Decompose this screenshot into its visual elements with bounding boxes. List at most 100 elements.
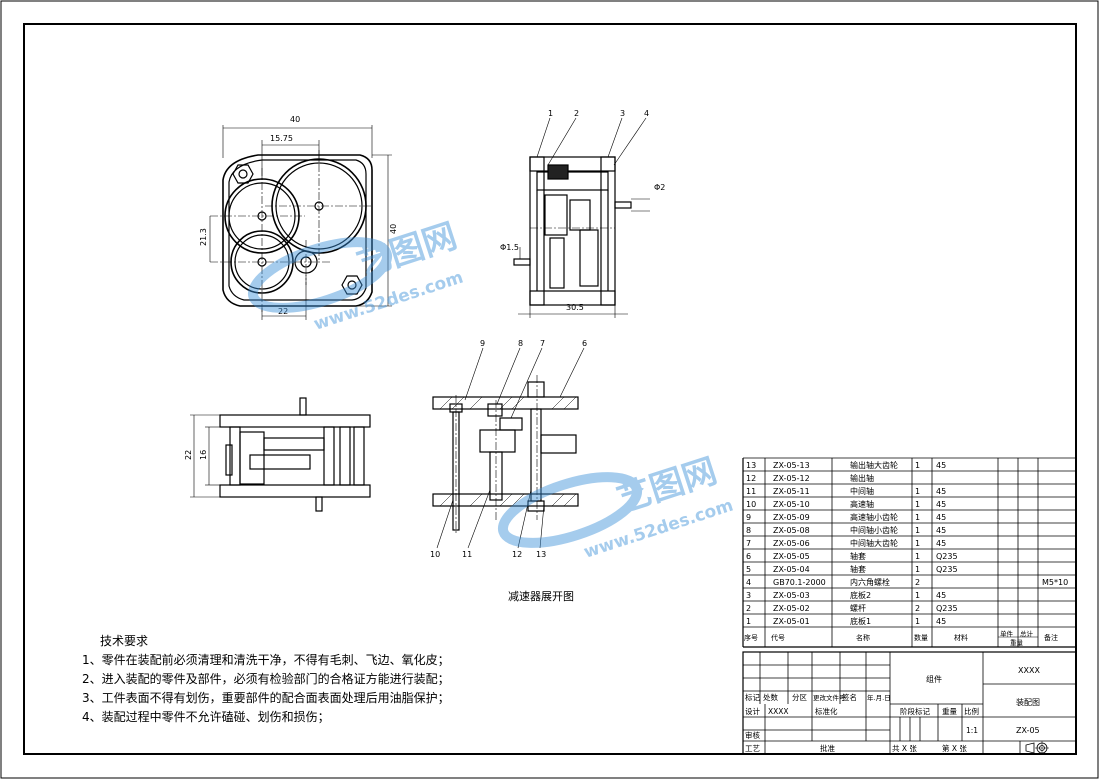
front-view: 40 15.75 40 21.3 22 <box>199 115 398 320</box>
bom-code: ZX-05-01 <box>773 617 810 626</box>
tb-scale-label: 比例 <box>964 706 979 716</box>
bom-no: 4 <box>746 578 751 587</box>
bom-qty: 1 <box>915 539 920 548</box>
tb-scale: 1:1 <box>966 726 978 735</box>
tb-stage: 阶段标记 <box>900 706 930 716</box>
bom-material: Q235 <box>936 565 958 574</box>
bom-no: 5 <box>746 565 751 574</box>
dim-len-30-5: 30.5 <box>566 303 584 312</box>
bom-material: 45 <box>936 617 946 626</box>
bom-code: ZX-05-05 <box>773 552 810 561</box>
bom-code: ZX-05-13 <box>773 461 810 470</box>
note-item-2: 2、进入装配的零件及部件，必须有检验部门的合格证方能进行装配； <box>82 672 450 686</box>
bom-qty: 1 <box>915 461 920 470</box>
bom-header-unit-weight: 单件 <box>1000 629 1014 638</box>
bom-header-total-weight: 总计 <box>1020 629 1034 638</box>
bom-qty: 1 <box>915 565 920 574</box>
bom-name: 中间轴小齿轮 <box>850 525 898 535</box>
bom-material: Q235 <box>936 552 958 561</box>
tb-mark: 标记 <box>745 692 760 702</box>
balloon-1: 1 <box>548 109 553 118</box>
bom-qty: 1 <box>915 487 920 496</box>
tb-date: 年.月.日 <box>867 693 891 702</box>
bom-material: 45 <box>936 513 946 522</box>
expanded-view: 9 8 7 6 10 11 12 13 <box>430 339 587 559</box>
tb-zone: 分区 <box>792 693 807 702</box>
bom-no: 2 <box>746 604 751 613</box>
inner-frame <box>23 23 1077 755</box>
bom-no: 7 <box>746 539 751 548</box>
bom-material: 45 <box>936 487 946 496</box>
bom-name: 螺杆 <box>850 603 866 613</box>
note-item-3: 3、工件表面不得有划伤，重要部件的配合面表面处理后用油脂保护； <box>82 691 450 705</box>
bom-code: ZX-05-04 <box>773 565 810 574</box>
dim-outer-22: 22 <box>184 450 193 460</box>
bom-material: 45 <box>936 526 946 535</box>
view-caption: 减速器展开图 <box>508 590 574 603</box>
dim-left-21-3: 21.3 <box>199 228 208 246</box>
bom-remark: M5*10 <box>1042 578 1068 587</box>
bom-name: 轴套 <box>850 564 866 574</box>
bom-name: 输出轴大齿轮 <box>850 460 898 470</box>
bom-code: ZX-05-12 <box>773 474 810 483</box>
tb-process: 工艺 <box>745 744 760 753</box>
balloon-9: 9 <box>480 339 485 348</box>
bom-no: 10 <box>746 500 756 509</box>
drawing-number: ZX-05 <box>1016 726 1040 735</box>
bom-qty: 1 <box>915 617 920 626</box>
bom-no: 13 <box>746 461 756 470</box>
tb-design: 设计 <box>745 706 760 716</box>
tb-total-sheets: 共 X 张 <box>892 744 917 753</box>
bom-header-name: 名称 <box>856 633 870 642</box>
balloon-12: 12 <box>512 550 522 559</box>
bom-name: 底板1 <box>850 616 871 626</box>
bom-qty: 1 <box>915 513 920 522</box>
bom-no: 12 <box>746 474 756 483</box>
dim-shaft-phi1-5: Φ1.5 <box>500 243 519 252</box>
bom-no: 3 <box>746 591 751 600</box>
dim-bottom-22: 22 <box>278 307 288 316</box>
bom-material: Q235 <box>936 604 958 613</box>
bom-name: 输出轴 <box>850 473 874 483</box>
tb-count: 处数 <box>763 692 778 702</box>
bom-code: ZX-05-03 <box>773 591 810 600</box>
technical-requirements: 技术要求 1、零件在装配前必须清理和清洗干净，不得有毛刺、飞边、氧化皮； 2、进… <box>82 632 450 727</box>
bom-qty: 2 <box>915 578 920 587</box>
projection-symbol-icon <box>1025 741 1049 755</box>
tb-approve: 批准 <box>820 743 835 753</box>
bom-name: 内六角螺栓 <box>850 577 890 587</box>
tb-weight: 重量 <box>942 707 957 716</box>
bom-header-material: 材料 <box>954 633 968 642</box>
drawing-name: 装配图 <box>1016 697 1040 707</box>
side-view: 30.5 Φ2 Φ1.5 1 2 3 4 <box>500 109 665 318</box>
dim-center-15-75: 15.75 <box>270 134 293 143</box>
balloon-4: 4 <box>644 109 649 118</box>
bom-no: 6 <box>746 552 751 561</box>
bom-name: 中间轴 <box>850 486 874 496</box>
balloon-10: 10 <box>430 550 440 559</box>
bom-name: 底板2 <box>850 590 871 600</box>
bom-qty: 1 <box>915 552 920 561</box>
balloon-7: 7 <box>540 339 545 348</box>
bom-name: 高速轴小齿轮 <box>850 512 898 522</box>
tb-designer: XXXX <box>768 707 789 716</box>
title-block: XXXX 组件 装配图 ZX-05 标记 处数 分区 更改文件号 签名 年.月.… <box>742 651 1077 755</box>
bom-material: 45 <box>936 500 946 509</box>
tb-sign: 签名 <box>842 692 857 702</box>
note-item-4: 4、装配过程中零件不允许磕碰、划伤和损伤； <box>82 710 330 724</box>
tb-change-doc: 更改文件号 <box>813 693 846 702</box>
bom-qty: 1 <box>915 526 920 535</box>
balloon-13: 13 <box>536 550 546 559</box>
notes-title: 技术要求 <box>100 634 149 648</box>
bom-material: 45 <box>936 461 946 470</box>
bom-header-code: 代号 <box>771 633 785 642</box>
bom-qty: 1 <box>915 591 920 600</box>
dim-width-40: 40 <box>290 115 300 124</box>
bom-code: GB70.1-2000 <box>773 578 826 587</box>
bom-header-no: 序号 <box>744 633 758 642</box>
bom-code: ZX-05-09 <box>773 513 810 522</box>
balloon-2: 2 <box>574 109 579 118</box>
bom-qty: 2 <box>915 604 920 613</box>
